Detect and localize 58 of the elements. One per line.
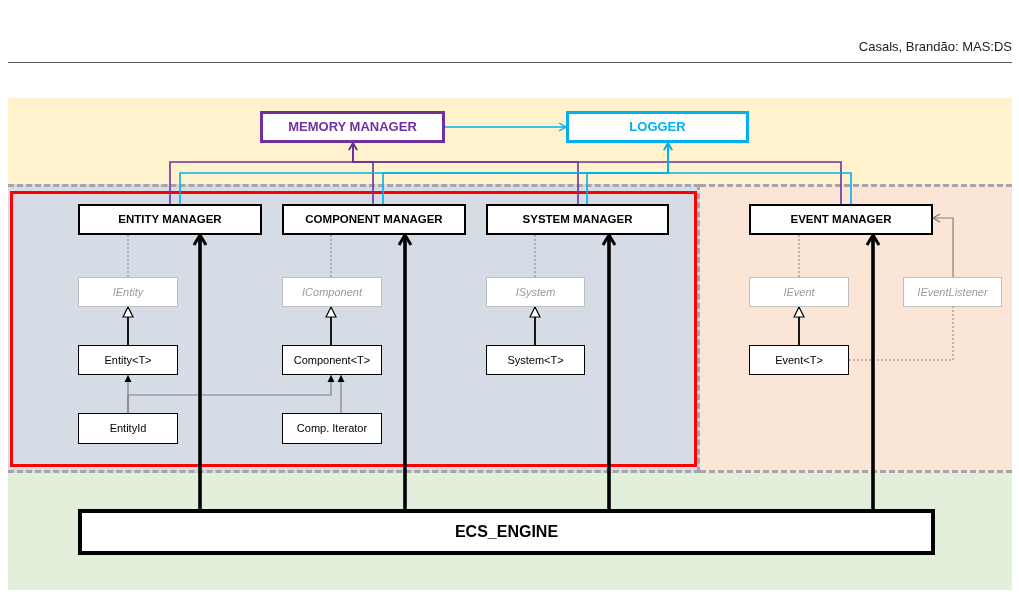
- class-box: [749, 345, 849, 375]
- arrow: [444, 122, 567, 132]
- engine-label: ECS_ENGINE: [454, 522, 559, 542]
- dashed-line: [534, 234, 536, 278]
- class-label: Entity<T>: [104, 353, 152, 367]
- manager-label: EVENT MANAGER: [790, 212, 892, 227]
- interface-box: [486, 277, 585, 307]
- arrow: [529, 306, 541, 346]
- class-box: [78, 345, 178, 375]
- module-box: [260, 111, 445, 143]
- engine-box: [78, 509, 935, 555]
- manager-box: [282, 204, 466, 235]
- arrow: [865, 233, 881, 509]
- arrow: [348, 142, 842, 205]
- background-band: [8, 98, 1012, 184]
- interface-label: IEventListener: [917, 285, 988, 299]
- interface-box: [282, 277, 382, 307]
- running-header: Casals, Brandão: MAS:DS: [858, 39, 1012, 54]
- class-box: [78, 413, 178, 444]
- class-box: [282, 413, 382, 444]
- interface-box: [749, 277, 849, 307]
- dashed-line: [848, 306, 954, 361]
- manager-box: [486, 204, 669, 235]
- module-label: MEMORY MANAGER: [288, 119, 417, 135]
- manager-box: [749, 204, 933, 235]
- arrow: [122, 306, 134, 346]
- interface-box: [78, 277, 178, 307]
- dashed-line: [330, 234, 332, 278]
- background-band: [8, 473, 1012, 590]
- manager-label: ENTITY MANAGER: [118, 212, 222, 227]
- arrow: [127, 374, 335, 414]
- arrow: [325, 306, 337, 346]
- arrow: [192, 233, 208, 509]
- arrow: [337, 374, 345, 414]
- class-label: Component<T>: [293, 353, 371, 367]
- class-box: [282, 345, 382, 375]
- interface-label: IEvent: [783, 285, 815, 299]
- arrow: [397, 233, 413, 509]
- arrow: [601, 233, 617, 509]
- module-box: [566, 111, 749, 143]
- arrow: [793, 306, 805, 346]
- class-label: Event<T>: [775, 353, 823, 367]
- class-label: Comp. Iterator: [296, 422, 368, 435]
- dashed-line: [798, 234, 800, 278]
- manager-label: COMPONENT MANAGER: [305, 212, 443, 227]
- manager-label: SYSTEM MANAGER: [522, 212, 633, 227]
- dashed-line: [127, 234, 129, 278]
- interface-label: IComponent: [302, 285, 362, 299]
- interface-box: [903, 277, 1002, 307]
- module-label: LOGGER: [629, 119, 686, 135]
- arrow: [663, 142, 852, 205]
- interface-label: ISystem: [515, 285, 556, 299]
- class-box: [486, 345, 585, 375]
- arrow: [932, 213, 954, 278]
- class-label: System<T>: [507, 353, 564, 367]
- class-label: EntityId: [109, 422, 147, 435]
- manager-box: [78, 204, 262, 235]
- interface-label: IEntity: [112, 285, 144, 299]
